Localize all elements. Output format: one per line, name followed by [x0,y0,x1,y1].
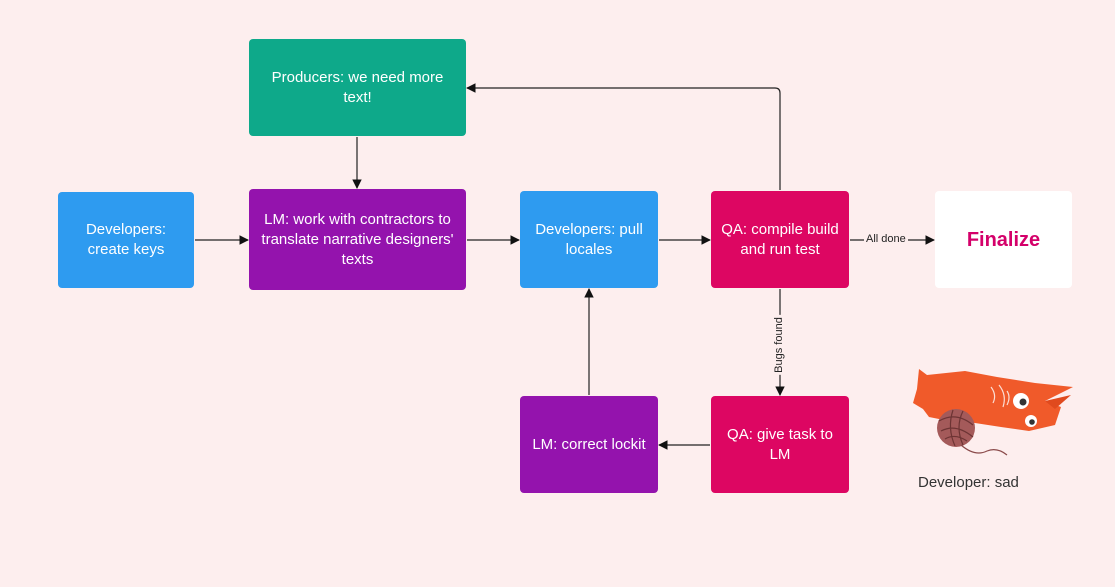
node-developers-create-keys[interactable]: Developers: create keys [58,192,194,288]
node-label: Finalize [966,228,1041,251]
node-qa-give-task[interactable]: QA: give task to LM [711,396,849,493]
node-label: Developers: pull locales [535,220,643,258]
node-label: LM: work with contractors to translate n… [261,210,454,268]
node-label: QA: give task to LM [727,425,833,463]
node-label: Producers: we need more text! [271,68,444,106]
edge-qacompile-to-producers [466,83,781,190]
edge-label-all-done: All done [864,233,908,245]
node-label: LM: correct lockit [532,435,646,453]
node-finalize[interactable]: Finalize [935,191,1072,288]
edge-label-bugs-found: Bugs found [773,315,785,375]
node-lm-correct-lockit[interactable]: LM: correct lockit [520,396,658,493]
mascot-caption: Developer: sad [918,474,1019,491]
node-lm-work-contractors[interactable]: LM: work with contractors to translate n… [249,189,466,290]
node-qa-compile-build[interactable]: QA: compile build and run test [711,191,849,288]
node-label: Developers: create keys [85,221,167,258]
node-label: QA: compile build and run test [721,220,839,258]
sad-fox-with-yarn-ball-icon [913,369,1073,456]
node-developers-pull-locales[interactable]: Developers: pull locales [520,191,658,288]
node-producers-more-text[interactable]: Producers: we need more text! [249,39,466,136]
